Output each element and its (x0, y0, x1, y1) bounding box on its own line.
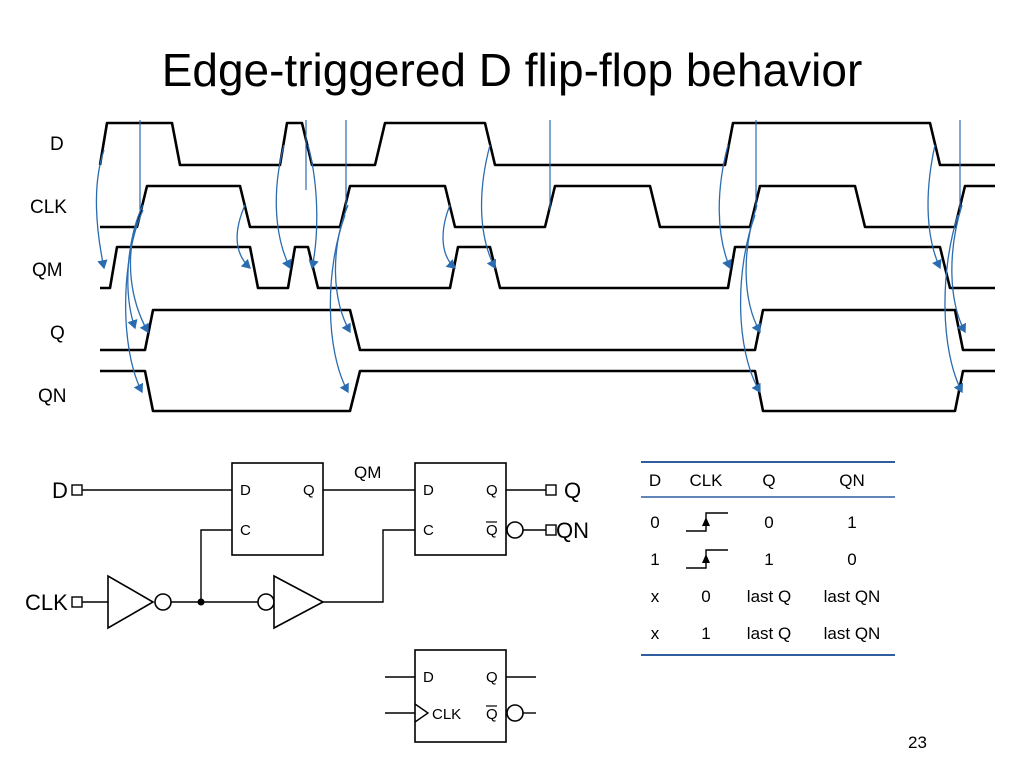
waveform-d (98, 121, 995, 167)
table-row: 0 0 1 (650, 512, 857, 532)
reference-lines (139, 120, 961, 210)
cell-clk: 0 (701, 587, 710, 606)
slave-pin-d: D (423, 482, 434, 499)
table-header-qn: QN (839, 471, 865, 490)
qn-bubble (506, 521, 524, 539)
page-number: 23 (908, 733, 927, 752)
signal-label-qn: QN (38, 386, 67, 407)
inverter-1 (107, 574, 155, 630)
cell-q: last Q (747, 624, 791, 643)
symbol-pin-d: D (423, 669, 434, 686)
cell-clk: 1 (701, 624, 710, 643)
slide-title: Edge-triggered D flip-flop behavior (161, 44, 863, 96)
master-pin-q: Q (303, 482, 315, 499)
cell-q: last Q (747, 587, 791, 606)
rising-edge-icon (686, 512, 728, 532)
output-label-q: Q (564, 478, 581, 503)
cell-d: x (651, 587, 660, 606)
output-label-qn: QN (556, 518, 589, 543)
wire-latch2-c (323, 529, 415, 603)
symbol-pin-q: Q (486, 669, 498, 686)
cell-d: 1 (650, 550, 659, 569)
inverter-1-bubble (154, 593, 172, 611)
inverter-2 (273, 574, 325, 630)
flip-flop-schematic: D CLK D C Q QM D C Q Q Q QN D CLK Q Q (25, 462, 589, 743)
cell-d: 0 (650, 513, 659, 532)
wire-latch1-c (200, 529, 232, 602)
wire-label-qm: QM (354, 463, 381, 482)
master-pin-d: D (240, 482, 251, 499)
cell-q: 1 (764, 550, 773, 569)
cell-d: x (651, 624, 660, 643)
table-header-d: D (649, 471, 661, 490)
signal-label-qm: QM (32, 260, 63, 281)
table-header-q: Q (762, 471, 775, 490)
input-label-d: D (52, 478, 68, 503)
slave-pin-c: C (423, 522, 434, 539)
clock-triangle-icon (414, 703, 430, 723)
cell-qn: last QN (824, 587, 881, 606)
inverter-2-bubble (257, 593, 275, 611)
master-pin-c: C (240, 522, 251, 539)
table-header-clk: CLK (689, 471, 723, 490)
symbol-pin-qn: Q (486, 706, 498, 723)
signal-label-d: D (50, 134, 64, 155)
symbol-pin-clk: CLK (432, 706, 461, 723)
cell-qn: 1 (847, 513, 856, 532)
rising-edge-icon (686, 549, 728, 569)
output-port-q (545, 484, 557, 496)
output-port-qn (545, 524, 557, 536)
symbol-qn-bubble (506, 704, 524, 722)
table-row: x 0 last Q last QN (651, 587, 881, 606)
waveform-qm (100, 245, 995, 290)
table-header-row: D CLK Q QN (649, 471, 865, 490)
propagation-arrows (95, 144, 966, 394)
input-label-clk: CLK (25, 590, 68, 615)
dff-symbol (414, 649, 507, 743)
cell-qn: 0 (847, 550, 856, 569)
signal-label-q: Q (50, 323, 65, 344)
table-row: x 1 last Q last QN (651, 624, 881, 643)
input-port-clk (71, 596, 83, 608)
input-port-d (71, 484, 83, 496)
slave-pin-q: Q (486, 482, 498, 499)
slave-latch (414, 462, 507, 556)
timing-diagram: D CLK QM Q QN (30, 120, 995, 413)
master-latch (231, 462, 324, 556)
signal-label-clk: CLK (30, 197, 67, 218)
table-row: 1 1 0 (650, 549, 857, 569)
cell-qn: last QN (824, 624, 881, 643)
cell-q: 0 (764, 513, 773, 532)
slave-pin-qn: Q (486, 522, 498, 539)
